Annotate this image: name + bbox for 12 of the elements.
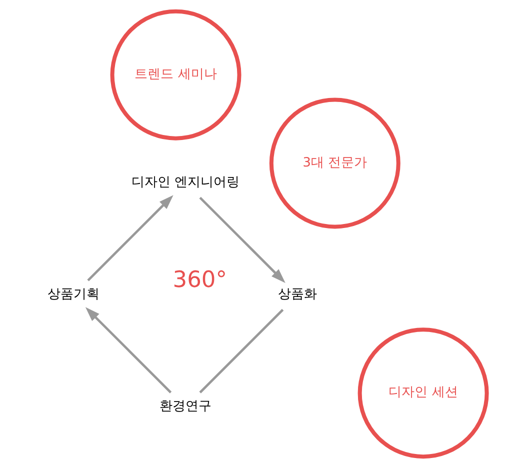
connector	[198, 308, 284, 394]
node-text: 상품화	[277, 287, 316, 302]
node-text: 디자인 엔지니어링	[130, 175, 239, 190]
node-text: 환경연구	[158, 399, 211, 414]
label: 360°	[172, 266, 226, 293]
arrow	[84, 307, 172, 394]
node-circle: 디자인 세션	[357, 328, 488, 459]
node-text: 상품기획	[46, 287, 99, 302]
node-circle: 3대 전문가	[268, 98, 400, 229]
arrow	[86, 195, 173, 282]
arrow	[198, 196, 285, 284]
node-circle: 트렌드 세미나	[110, 9, 241, 140]
